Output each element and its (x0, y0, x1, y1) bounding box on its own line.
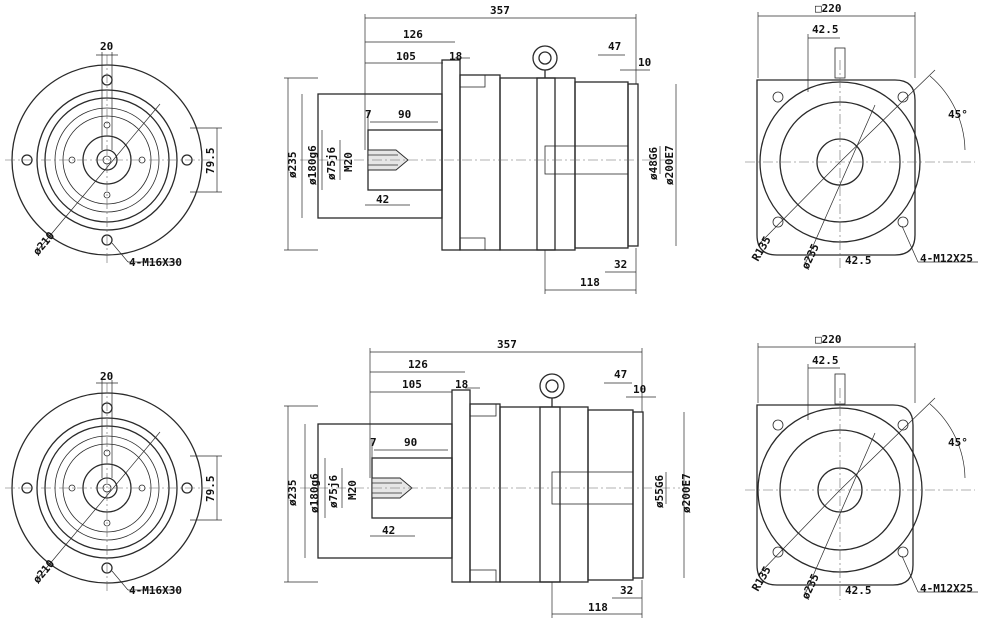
shaft-dia-label: ø75j6 (325, 147, 338, 180)
pcd-label: ø210 (30, 229, 57, 258)
flange-to-face-label: 126 (403, 28, 423, 41)
output-front-view (5, 380, 222, 593)
overall-length-label: 357 (497, 338, 517, 351)
side-view (300, 373, 680, 583)
tap-size-label: M20 (342, 152, 355, 172)
pilot-dia-label: ø180g6 (308, 473, 321, 513)
input-step-label: 10 (638, 56, 651, 69)
shaft-dia-label: ø75j6 (327, 475, 340, 508)
side-view-dimensions (284, 348, 685, 618)
flange-to-face-label: 126 (408, 358, 428, 371)
tap-depth-label: 42 (376, 193, 389, 206)
pilot-length-label: 105 (396, 50, 416, 63)
input-flange-len-label: 47 (614, 368, 627, 381)
input-step-label: 10 (633, 383, 646, 396)
rear-holes-callout-label: 4-M12X25 (920, 582, 973, 595)
rear-radius-label: R135 (749, 564, 774, 593)
overall-length-label: 357 (490, 4, 510, 17)
shaft-length-label: 90 (398, 108, 411, 121)
bolt-spacing-label: 79.5 (204, 148, 217, 175)
input-depth-label: 32 (614, 258, 627, 271)
input-length-label: 118 (588, 601, 608, 614)
drawing-set-top: 20 79.5 ø210 4-M16X30 (5, 2, 978, 294)
flange-thickness-label: 18 (449, 50, 462, 63)
rear-pcd-label: ø235 (799, 242, 822, 272)
rear-hole-offset-label: 42.5 (812, 354, 839, 367)
rear-radius-label: R135 (749, 234, 774, 263)
bolt-spacing-label: 79.5 (204, 476, 217, 503)
pilot-dia-label: ø180g6 (306, 145, 319, 185)
input-pilot-label: ø200E7 (663, 145, 676, 185)
offset-dim-label: 20 (100, 40, 113, 53)
output-front-view (5, 52, 222, 265)
rear-angle-label: 45° (948, 436, 968, 449)
shaft-length-label: 90 (404, 436, 417, 449)
rear-hole-offset-bottom-label: 42.5 (845, 254, 872, 267)
drawing-set-bottom: 20 79.5 ø210 4-M16X30 (5, 333, 978, 618)
input-flange-len-label: 47 (608, 40, 621, 53)
pilot-length-label: 105 (402, 378, 422, 391)
rear-holes-callout-label: 4-M12X25 (920, 252, 973, 265)
shaft-step-label: 7 (370, 436, 377, 449)
input-pilot-label: ø200E7 (680, 473, 693, 513)
side-view (300, 45, 670, 251)
flange-thickness-label: 18 (455, 378, 468, 391)
shaft-step-label: 7 (365, 108, 372, 121)
holes-callout-label: 4-M16X30 (129, 584, 182, 597)
rear-hole-offset-bottom-label: 42.5 (845, 584, 872, 597)
rear-angle-label: 45° (948, 108, 968, 121)
input-depth-label: 32 (620, 584, 633, 597)
rear-square-label: □220 (815, 333, 842, 346)
tap-depth-label: 42 (382, 524, 395, 537)
input-rear-view (745, 343, 978, 600)
rear-hole-offset-label: 42.5 (812, 23, 839, 36)
bore-dia-label: ø55G6 (653, 475, 666, 508)
offset-dim-label: 20 (100, 370, 113, 383)
holes-callout-label: 4-M16X30 (129, 256, 182, 269)
rear-pcd-label: ø235 (799, 572, 822, 602)
bore-dia-label: ø48G6 (647, 147, 660, 180)
side-view-dimensions (284, 14, 677, 294)
tap-size-label: M20 (346, 480, 359, 500)
rear-square-label: □220 (815, 2, 842, 15)
pcd-label: ø210 (30, 557, 57, 586)
input-length-label: 118 (580, 276, 600, 289)
flange-dia-label: ø235 (286, 480, 299, 507)
flange-dia-label: ø235 (286, 152, 299, 179)
input-rear-view (745, 12, 978, 270)
